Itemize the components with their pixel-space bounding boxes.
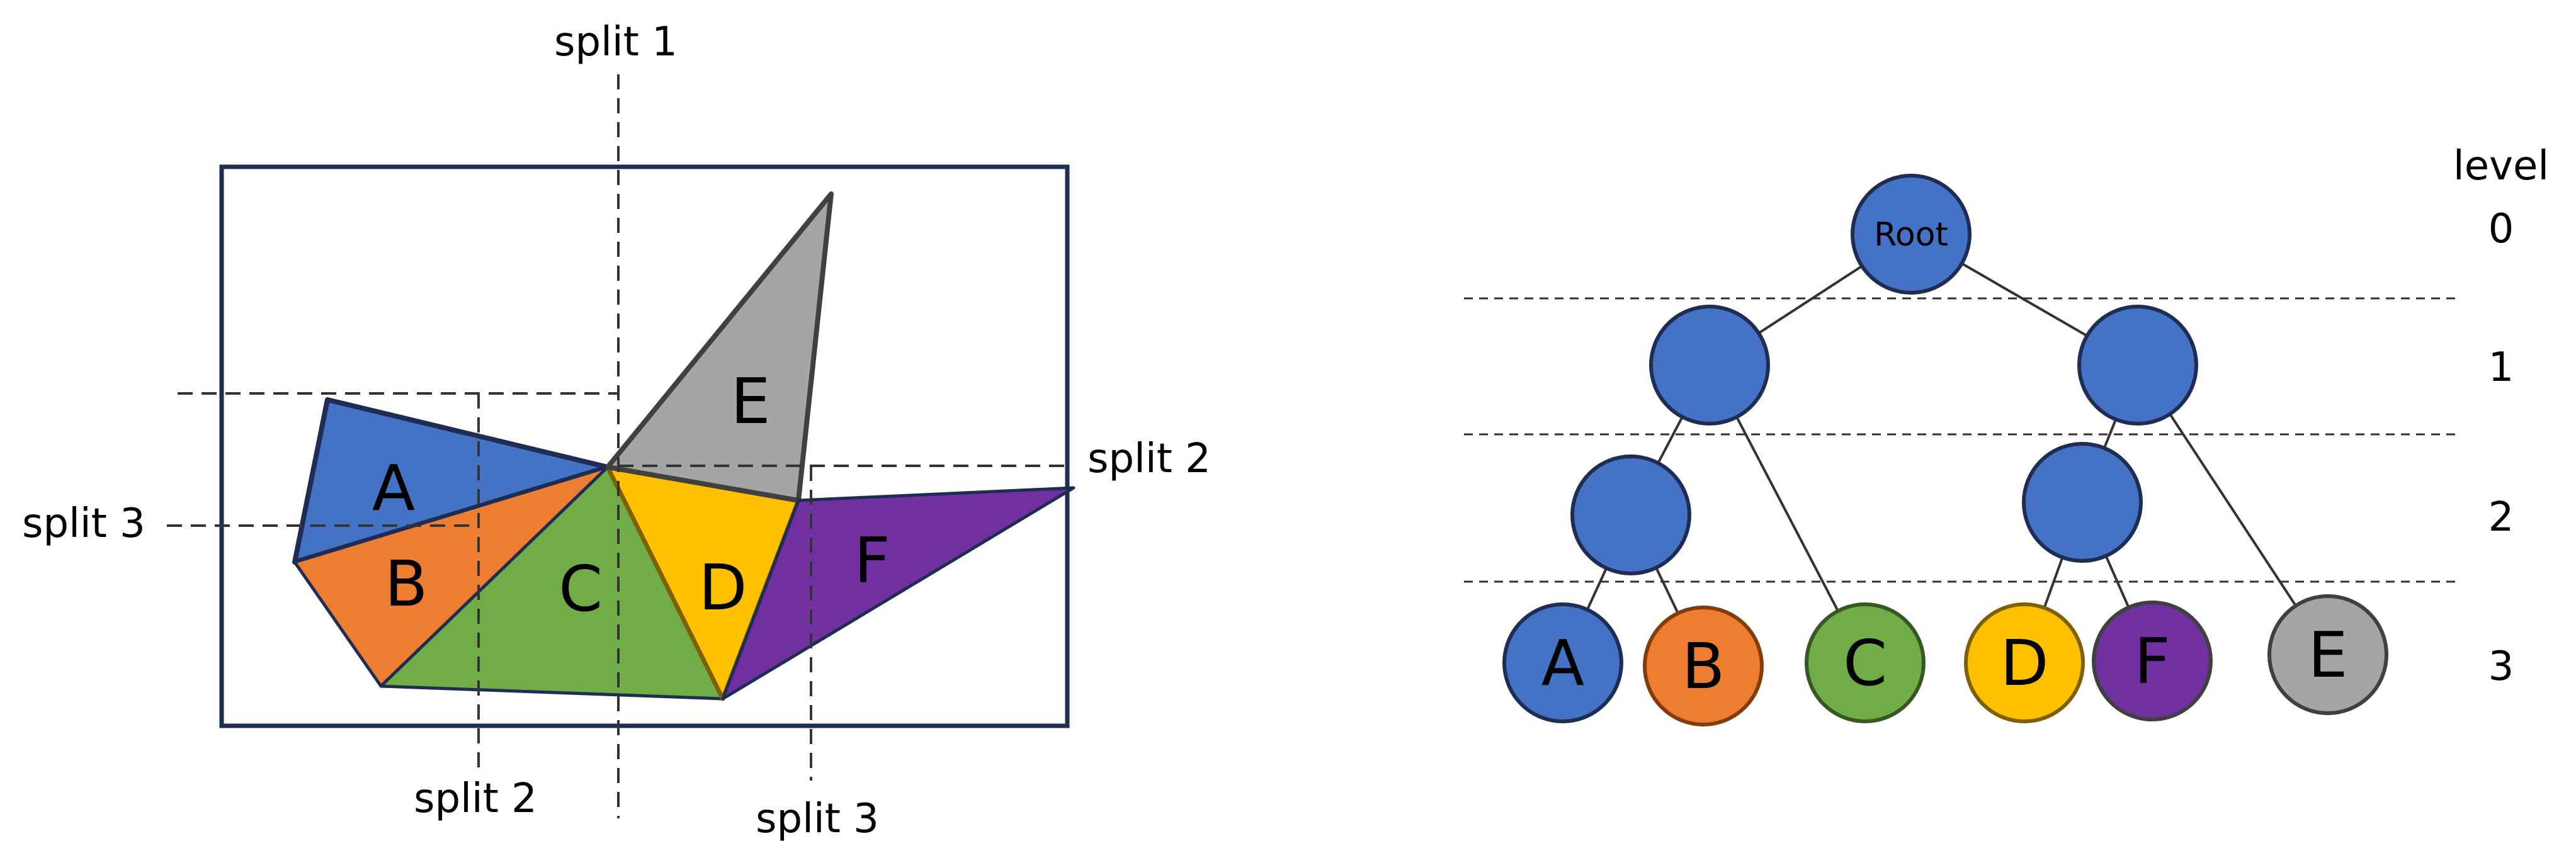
shape-label-D: D [698,551,747,624]
shape-label-B: B [385,547,428,621]
leaf-node-C-circle [1805,602,1926,723]
leaf-node-E-label: E [2308,618,2347,692]
level-label-2: 2 [2488,494,2514,541]
split-2-bottom-label: split 2 [414,776,537,822]
shape-label-F: F [854,524,890,597]
leaf-node-A-label: A [1541,626,1584,700]
bounding-box [219,164,1070,728]
leaf-node-C-label: C [1843,626,1887,700]
root-node-circle [1851,174,1972,295]
level-label-0: 0 [2488,206,2514,252]
leaf-node-E: E [2267,594,2388,715]
shape-label-E: E [730,364,770,438]
split-3-bottom-label: split 3 [756,796,879,842]
leaf-node-B-circle [1643,606,1764,726]
leaf-node-F: F [2092,601,2213,721]
split-1-label: split 1 [554,19,678,65]
shape-E [605,191,834,503]
tree-node-level2-left [1570,454,1691,575]
split-2-right-label: split 2 [1087,436,1211,482]
spatial-split-diagram: A B C D E F split 1 split 2 split 3 spli… [22,19,1211,842]
level-label-3: 3 [2488,643,2514,690]
leaf-node-D-circle [1964,602,2085,723]
leaf-node-A: A [1502,602,1623,723]
leaf-node-B: B [1643,606,1764,726]
tree-node-level2-right [2022,442,2143,563]
split-3-left-label: split 3 [22,500,145,547]
leaf-node-D-label: D [2000,626,2048,700]
leaf-node-F-label: F [2134,624,2170,698]
leaf-node-B-label: B [1682,629,1725,703]
kd-tree-diagram: Root A B C D F E [1464,143,2549,726]
root-node-label: Root [1874,216,1948,254]
tree-node-root: Root [1851,174,1972,295]
leaf-node-C: C [1805,602,1926,723]
tree-node-level1-left [1649,305,1770,426]
shape-label-C: C [559,552,603,626]
leaf-node-A-circle [1502,602,1623,723]
leaf-node-E-circle [2267,594,2388,715]
leaf-node-D: D [1964,602,2085,723]
shape-label-A: A [372,451,415,525]
level-label-1: 1 [2488,344,2514,391]
tree-node-level1-right [2077,305,2198,426]
leaf-node-F-circle [2092,601,2213,721]
level-header: level [2453,143,2549,189]
